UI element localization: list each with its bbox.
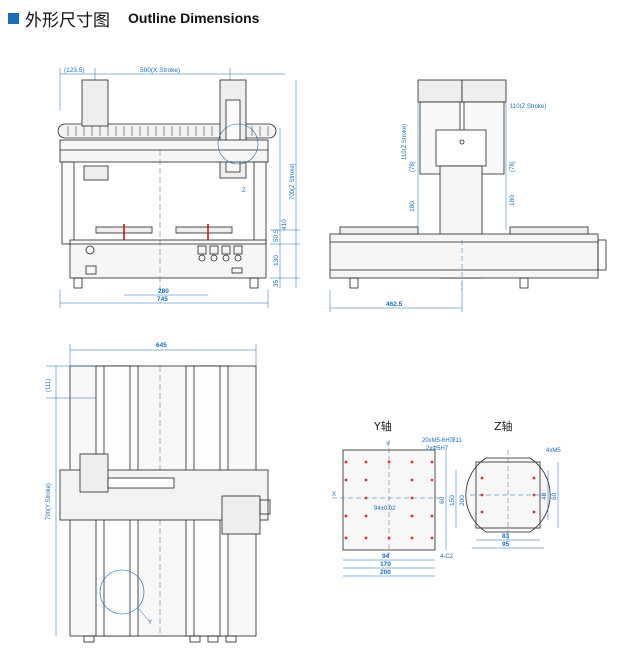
dim-y-200-v: 200 — [459, 495, 466, 506]
note-chamfer: 4-C2 — [440, 554, 454, 560]
dim-78-right: (78) — [510, 161, 516, 172]
note-z-holes: 4xM5 — [546, 448, 561, 454]
dim-645: 645 — [156, 342, 167, 349]
dim-111: (111) — [46, 379, 52, 392]
y-axis-title: Y轴 — [373, 419, 392, 433]
top-view — [46, 344, 271, 643]
dim-700-z: 700(Z Stroke) — [290, 163, 296, 200]
front-z-label: Z — [242, 188, 246, 194]
dim-700-y: 700(Y Stroke) — [46, 483, 52, 520]
z-axis-plate — [465, 450, 559, 549]
dim-y-94: 94 — [382, 553, 390, 560]
section-header: 外形尺寸图 Outline Dimensions — [8, 6, 260, 31]
dim-z-60: 60 — [551, 492, 558, 500]
dim-35: 35 — [273, 279, 280, 287]
front-view — [57, 68, 300, 308]
dim-z-40: 40 — [541, 492, 548, 500]
dim-y-150: 150 — [449, 495, 456, 506]
dim-z-95: 95 — [502, 541, 510, 548]
dim-180-left: 180 — [409, 201, 416, 212]
header-title-cn: 外形尺寸图 — [25, 10, 110, 31]
dim-110-z-stroke-right: 110(Z Stroke) — [510, 104, 546, 110]
note-pin-holes: 2xΦ5H7 — [426, 446, 449, 452]
z-axis-title: Z轴 — [494, 419, 513, 433]
dim-123-5: (123.5) — [64, 67, 85, 74]
dim-745: 745 — [157, 296, 168, 303]
dim-180-right: 180 — [509, 195, 516, 206]
top-y-label: Y — [148, 620, 152, 626]
dim-462-5: 462.5 — [386, 301, 403, 308]
dim-y-200-h: 200 — [380, 569, 391, 576]
dim-410: 410 — [281, 219, 288, 230]
header-title-en: Outline Dimensions — [128, 10, 260, 26]
dim-130: 130 — [273, 255, 280, 266]
dim-280: 280 — [158, 288, 169, 295]
dim-78-left: (78) — [410, 161, 416, 172]
dim-z-83: 83 — [502, 533, 510, 540]
header-square-bullet — [8, 12, 19, 24]
dim-x-stroke: 500(X Stroke) — [140, 67, 180, 74]
y-axis-marker: Y — [386, 442, 390, 448]
dim-y-60: 60 — [439, 496, 446, 504]
dim-y-170: 170 — [380, 561, 391, 568]
note-tapped-holes: 20xM5-6H深11 — [422, 436, 463, 444]
x-axis-marker: X — [332, 492, 336, 498]
side-view — [329, 79, 607, 312]
dim-110-z-stroke-left: 110(Z Stroke) — [402, 124, 408, 160]
dim-94-tolerance: 94±0.02 — [374, 506, 396, 512]
dim-50-5: 50.5 — [273, 229, 280, 242]
y-axis-plate — [332, 440, 457, 577]
